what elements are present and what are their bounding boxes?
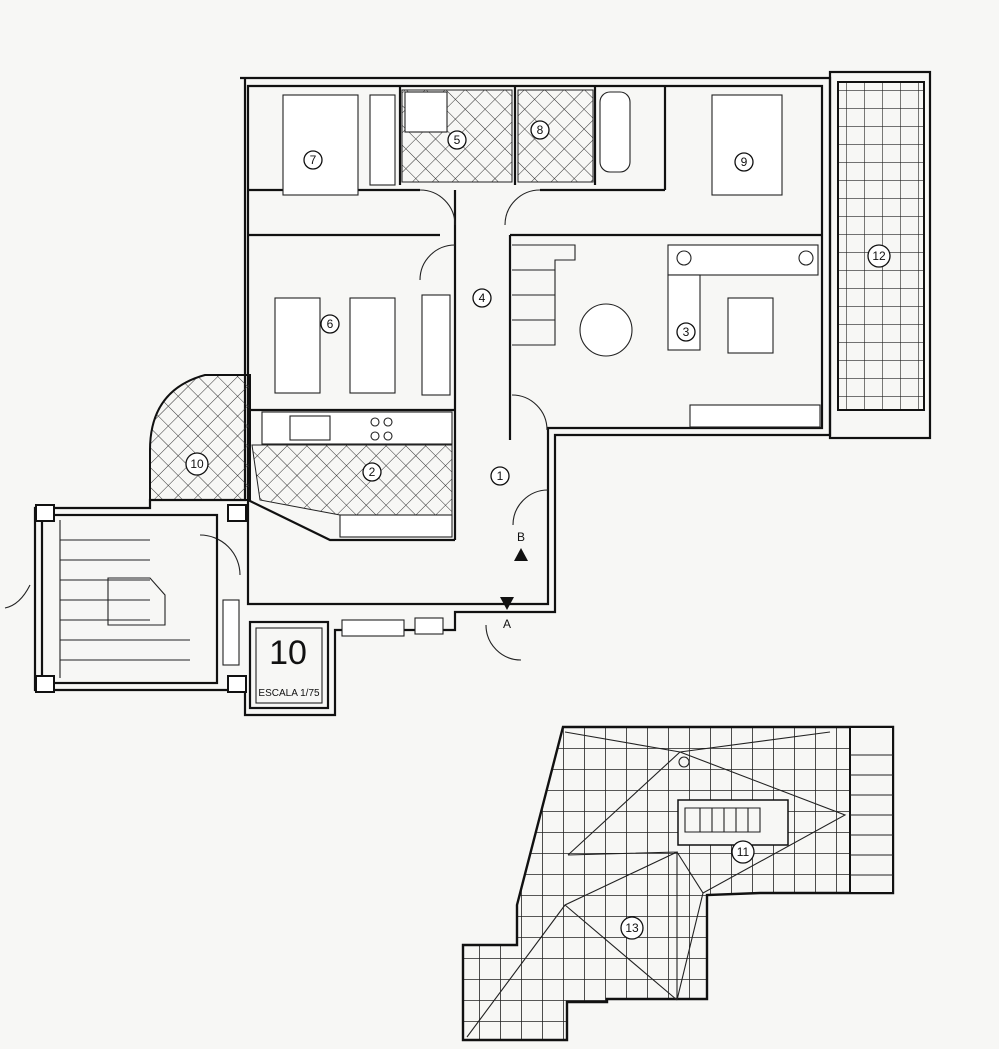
room-number-4: 4 [472,288,492,308]
room-number-text: 2 [369,465,376,479]
bathroom-8 [517,89,594,183]
room-number-text: 5 [454,133,461,147]
section-marker-b: B [514,530,528,561]
section-marker-a: A [500,597,514,631]
room-number-8: 8 [530,120,550,140]
page-number: 10 [269,634,307,672]
roof-plan [461,725,895,1042]
room-number-2: 2 [362,462,382,482]
room-number-text: 7 [310,153,317,167]
room-number-text: 1 [497,469,504,483]
apartment-walls [33,70,932,717]
terrace-10 [149,374,251,501]
kitchen-2 [251,444,453,516]
room-number-text: 13 [625,921,639,935]
room-number-text: 8 [537,123,544,137]
room-number-10: 10 [185,452,209,476]
svg-text:A: A [503,617,511,631]
room-number-9: 9 [734,152,754,172]
elevator [248,617,444,710]
room-number-text: 10 [190,457,204,471]
svg-text:B: B [517,530,525,544]
room-number-5: 5 [447,130,467,150]
room-number-3: 3 [676,322,696,342]
scale-label: ESCALA 1/75 [258,688,320,699]
room-number-1: 1 [490,466,510,486]
room-number-text: 3 [683,325,690,339]
room-number-7: 7 [303,150,323,170]
stairwell [4,504,247,693]
room-number-text: 6 [327,317,334,331]
room-number-text: 9 [741,155,748,169]
room-number-12: 12 [867,244,891,268]
room-number-13: 13 [620,916,644,940]
room-number-text: 12 [872,249,886,263]
room-number-6: 6 [320,314,340,334]
room-number-text: 4 [479,291,486,305]
room-number-11: 11 [731,840,755,864]
room-number-text: 11 [737,845,750,859]
